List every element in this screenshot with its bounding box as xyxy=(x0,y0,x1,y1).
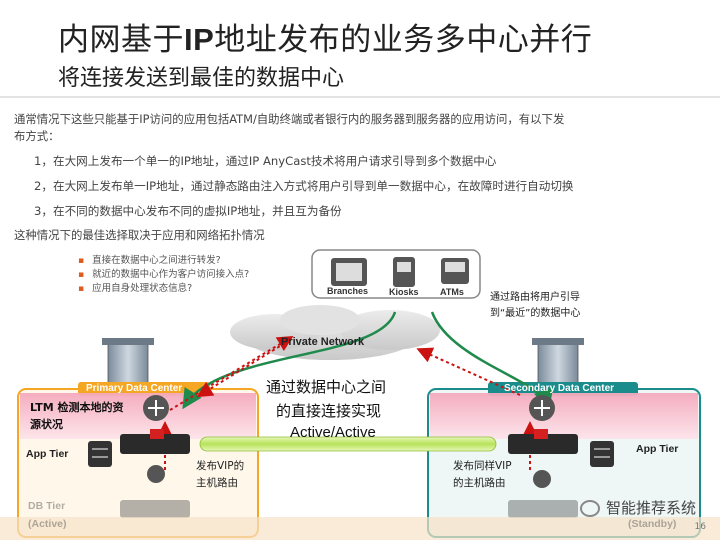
clients-branches-label: Branches xyxy=(327,286,369,296)
route-note-line-1: 通过路由将用户引导 xyxy=(490,292,580,303)
primary-db-state-label: (Active) xyxy=(28,518,67,530)
center-note-line-3: Active/Active xyxy=(290,424,376,441)
best-choice-text: 这种情况下的最佳选择取决于应用和网络拓扑情况 xyxy=(14,228,265,242)
page-subtitle: 将连接发送到最佳的数据中心 xyxy=(58,66,345,91)
consideration-item-2: 就近的数据中心作为客户访问接入点? xyxy=(78,266,249,280)
title-part-1: 内网基于 xyxy=(58,22,184,58)
wechat-icon xyxy=(579,500,600,517)
route-note-line-2: 到“最近”的数据中心 xyxy=(490,308,581,319)
secondary-vip-line-2: 的主机路由 xyxy=(453,477,506,489)
method-item-2: 2，在大网上发布单一IP地址，通过静态路由注入方式将用户引导到单一数据中心，在故… xyxy=(34,179,574,193)
primary-dc-label: Primary Data Center xyxy=(86,383,183,394)
red-dotted-arrow-2 xyxy=(169,335,294,411)
center-note-line-2: 的直接连接实现 xyxy=(276,402,382,420)
secondary-vip-line-1: 发布同样VIP xyxy=(453,460,512,472)
secondary-building-icon xyxy=(532,338,584,389)
title-part-ip: IP xyxy=(184,22,215,57)
watermark-text: 智能推荐系统 xyxy=(579,497,696,518)
page-number: 16 xyxy=(694,522,706,532)
dc-interconnect-link xyxy=(199,436,497,452)
ltm-note-line-1: LTM 检测本地的资 xyxy=(30,401,124,414)
header-divider xyxy=(0,96,720,98)
primary-vip-line-2: 主机路由 xyxy=(196,477,238,489)
primary-router-icon xyxy=(143,395,169,421)
method-item-3: 3，在不同的数据中心发布不同的虚拟IP地址，并且互为备份 xyxy=(34,204,342,218)
center-note-line-1: 通过数据中心之间 xyxy=(266,378,387,396)
method-item-1: 1，在大网上发布一个单一的IP地址，通过IP AnyCast技术将用户请求引导到… xyxy=(34,154,497,168)
title-part-2: 地址发布的业务多中心并行 xyxy=(214,22,593,58)
secondary-sync-icon xyxy=(533,470,551,488)
ltm-note-line-2: 源状况 xyxy=(30,418,63,431)
primary-ltm-icon xyxy=(120,429,190,454)
secondary-ltm-icon xyxy=(508,429,578,454)
intro-line-2: 布方式： xyxy=(14,129,60,143)
secondary-app-server-icon xyxy=(590,441,614,467)
watermark-label: 智能推荐系统 xyxy=(605,499,696,517)
page-title: 内网基于IP地址发布的业务多中心并行 xyxy=(58,14,592,59)
private-network-label: Private Network xyxy=(281,336,365,348)
primary-app-tier-label: App Tier xyxy=(26,448,69,460)
primary-app-server-icon xyxy=(88,441,112,467)
primary-building-icon xyxy=(102,338,154,389)
primary-db-tier-label: DB Tier xyxy=(28,500,66,512)
secondary-router-icon xyxy=(529,395,555,421)
footer-band xyxy=(0,517,720,540)
primary-dc-label-bg xyxy=(78,382,210,396)
clients-box xyxy=(311,249,481,299)
secondary-db-state-label: (Standby) xyxy=(628,518,677,530)
primary-sync-icon xyxy=(147,465,165,483)
faded-db-tier xyxy=(120,500,578,518)
intro-line-1: 通常情况下这些只能基于IP访问的应用包括ATM/自助终端或者银行内的服务器到服务… xyxy=(14,112,565,126)
secondary-app-tier-label: App Tier xyxy=(636,443,679,455)
clients-atms-label: ATMs xyxy=(440,287,464,297)
clients-kiosks-label: Kiosks xyxy=(389,287,419,297)
consideration-item-1: 直接在数据中心之间进行转发? xyxy=(78,252,221,266)
secondary-dc-label: Secondary Data Center xyxy=(504,383,615,394)
consideration-item-3: 应用自身处理状态信息? xyxy=(78,280,192,294)
red-dotted-arrow-3 xyxy=(416,347,521,396)
primary-vip-line-1: 发布VIP的 xyxy=(196,460,245,472)
private-network-cloud xyxy=(230,305,440,360)
